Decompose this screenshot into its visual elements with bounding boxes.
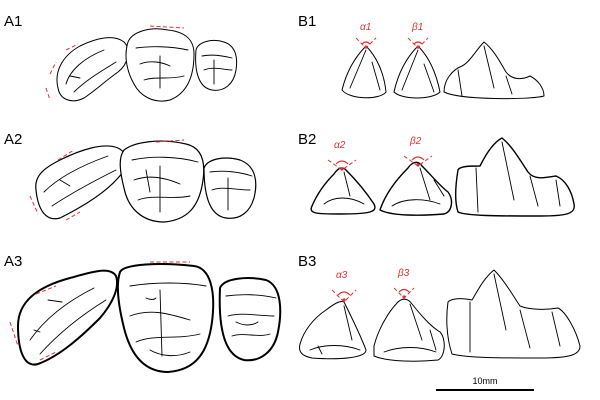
a3-tooth-premolar [17, 269, 118, 366]
scale-bar-label: 10mm [472, 376, 497, 386]
a2-tooth-premolar [35, 145, 127, 220]
angle-label-beta3: β3 [397, 268, 410, 279]
a1-tooth-molar-2 [195, 39, 238, 91]
b1-teeth-lateral [341, 37, 545, 100]
a2-teeth-occlusal [29, 139, 257, 223]
b3-tooth-molar [446, 269, 581, 359]
b2-teeth-lateral [310, 137, 575, 217]
panel-label-a3: A3 [4, 253, 22, 270]
panel-label-a1: A1 [4, 13, 22, 30]
a1-teeth-occlusal [45, 25, 238, 102]
a2-tooth-molar-1 [119, 140, 205, 223]
b2-tooth-premolar-b [379, 161, 453, 216]
angle-label-alpha1: α1 [360, 22, 371, 33]
b3-teeth-lateral [299, 269, 581, 362]
angle-label-alpha2: α2 [334, 140, 346, 151]
angle-label-beta2: β2 [409, 136, 422, 147]
b1-tooth-premolar-b [393, 45, 441, 99]
panel-label-a2: A2 [4, 131, 22, 148]
angle-label-beta1: β1 [411, 22, 423, 33]
a3-teeth-occlusal [9, 261, 282, 373]
b2-tooth-premolar-a [310, 167, 376, 215]
b3-tooth-premolar-a [299, 301, 367, 360]
a3-tooth-molar-2 [218, 277, 282, 362]
panel-label-b1: B1 [298, 13, 316, 30]
panel-label-b3: B3 [298, 253, 316, 270]
b2-tooth-molar [455, 137, 575, 217]
angle-label-alpha3: α3 [336, 270, 348, 281]
b3-tooth-premolar-b [373, 298, 445, 362]
b1-tooth-premolar-a [341, 45, 387, 99]
a1-tooth-premolar [56, 37, 129, 102]
b1-tooth-molar [443, 41, 545, 100]
panel-label-b2: B2 [298, 131, 316, 148]
a3-tooth-molar-1 [116, 263, 215, 373]
